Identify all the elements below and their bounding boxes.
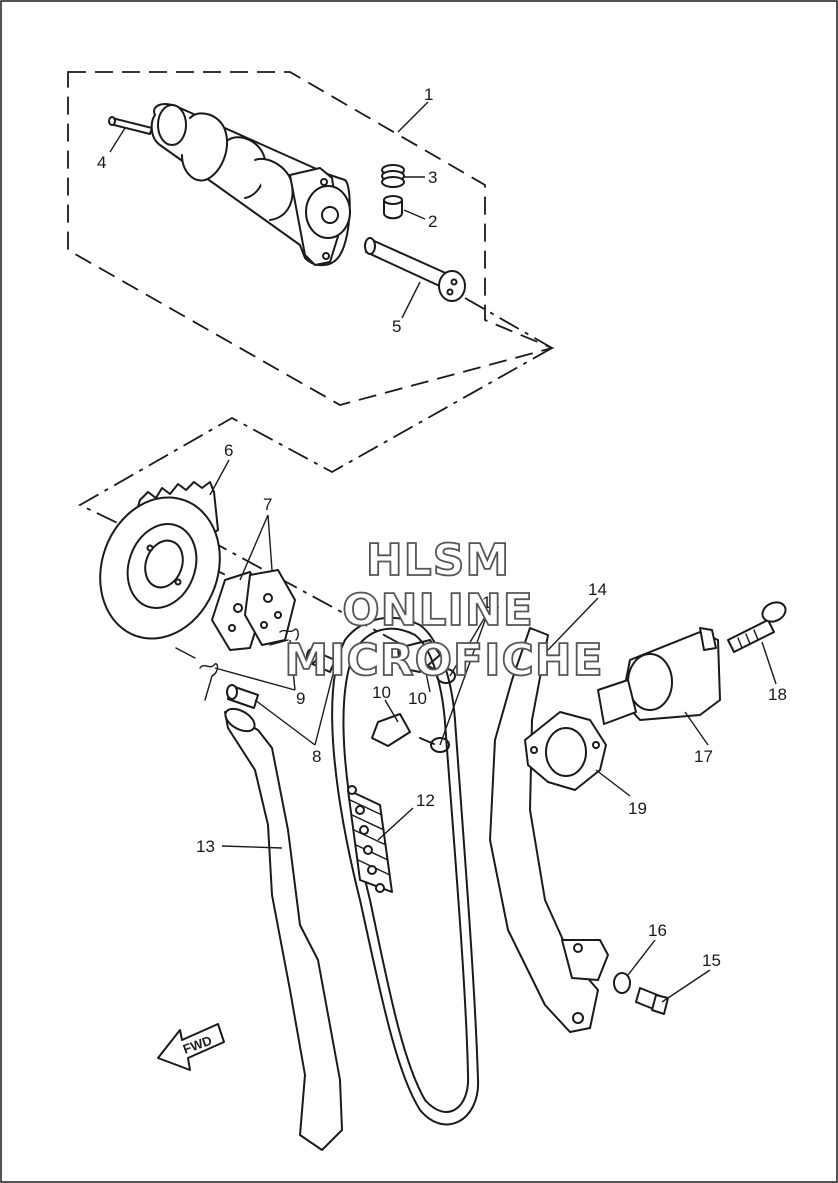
callout-19: 19 [628,799,647,818]
callout-14: 14 [588,580,607,599]
reference-line-upper [78,347,553,579]
decompression-plates [211,569,296,651]
chain-guide-intake-pivot [224,707,256,733]
callout-4: 4 [97,153,106,172]
callout-3: 3 [428,168,437,187]
decompression-spring [381,164,405,188]
watermark: HLSM ONLINE MICROFICHE [283,534,603,687]
callout-2: 2 [428,212,437,231]
decompression-pin [383,195,403,220]
decompressor-shaft [364,237,466,302]
callout-5: 5 [392,317,401,336]
reference-line-shaft [464,297,553,349]
timing-chain-loop [331,616,480,1126]
watermark-line-3: MICROFICHE [284,635,603,686]
watermark-line-2: ONLINE [342,585,534,636]
camshaft [150,103,351,267]
callout-17: 17 [694,747,713,766]
cam-sprocket [99,481,221,640]
leader-lines [109,101,777,1003]
watermark-line-1: HLSM [366,535,510,586]
tensioner-bolt [727,601,787,653]
callout-15: 15 [702,951,721,970]
dowel-pin [108,116,153,135]
chain-guide-intake [224,711,343,1151]
tensioner-gasket [524,711,607,791]
plate-springs [175,628,299,701]
callout-11: 11 [482,593,500,612]
washer [613,972,631,994]
forward-direction-arrow: FWD [157,1023,225,1071]
callout-13: 13 [196,837,215,856]
callout-10b: 10 [408,689,427,708]
callout-9: 9 [296,689,305,708]
callout-10a: 10 [372,683,391,702]
plate-pins [226,648,336,709]
callout-6: 6 [224,441,233,460]
chain-links [347,785,393,893]
callout-8: 8 [312,747,321,766]
cam-chain-tensioner [597,627,721,725]
camshaft-assembly-outline [67,71,555,406]
guide-bolt [635,987,669,1015]
callout-12: 12 [416,791,435,810]
callout-18: 18 [768,685,787,704]
callout-16: 16 [648,921,667,940]
callout-7: 7 [263,495,272,514]
guide-stopper [371,639,456,753]
callout-numbers: 1 2 3 4 5 6 7 8 9 10 10 11 12 13 14 15 1… [97,85,787,970]
callout-1: 1 [424,85,433,104]
